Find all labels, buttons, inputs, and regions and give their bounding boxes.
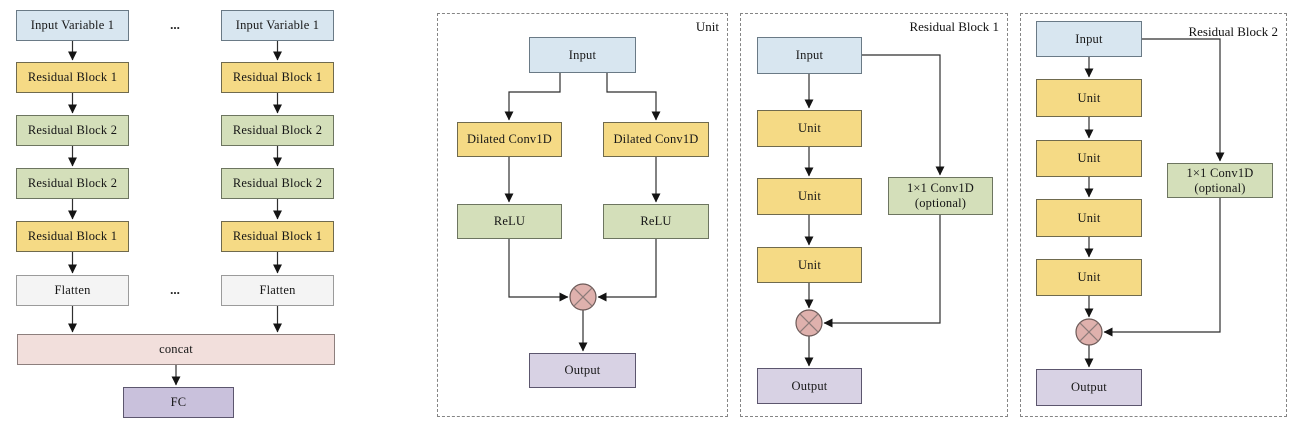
node-rb1-unit-1: Unit <box>757 110 862 147</box>
node-residual-block2b-col1: Residual Block 2 <box>16 168 129 199</box>
node-residual-block1-col2: Residual Block 1 <box>221 62 334 93</box>
node-rb2-unit-1: Unit <box>1036 79 1142 117</box>
node-rb2-output: Output <box>1036 369 1142 406</box>
rb1-skip-conv-sublabel: (optional) <box>914 196 967 210</box>
node-rb1-output: Output <box>757 368 862 404</box>
node-relu-right: ReLU <box>603 204 709 239</box>
panel-title-residual-block-2: Residual Block 2 <box>1188 24 1278 39</box>
node-flatten-col2: Flatten <box>221 275 334 306</box>
node-relu-left: ReLU <box>457 204 562 239</box>
multiply-operator-icon-rb2 <box>1075 318 1103 346</box>
node-rb1-input: Input <box>757 37 862 74</box>
residual-block-2-wires <box>1084 38 1225 368</box>
node-residual-block2a-col1: Residual Block 2 <box>16 115 129 146</box>
node-dilated-conv-right: Dilated Conv1D <box>603 122 709 157</box>
panel-residual-block-2: Residual Block 2 <box>1020 13 1287 417</box>
node-residual-block2b-col2: Residual Block 2 <box>221 168 334 199</box>
multiply-operator-icon-rb1 <box>795 309 823 337</box>
rb2-skip-conv-label: 1×1 Conv1D <box>1186 165 1254 180</box>
node-residual-block1b-col2: Residual Block 1 <box>221 221 334 252</box>
ellipsis-bottom: ... <box>170 282 180 297</box>
node-rb1-unit-3: Unit <box>757 247 862 283</box>
node-input-variable-col2: Input Variable 1 <box>221 10 334 41</box>
residual-block-1-wires <box>804 54 945 367</box>
node-rb1-skip-conv: 1×1 Conv1D (optional) <box>888 177 993 215</box>
node-residual-block2a-col2: Residual Block 2 <box>221 115 334 146</box>
node-flatten-col1: Flatten <box>16 275 129 306</box>
node-input-variable-col1: Input Variable 1 <box>16 10 129 41</box>
panel-title-residual-block-1: Residual Block 1 <box>909 19 999 34</box>
node-concat: concat <box>17 334 335 365</box>
node-rb1-unit-2: Unit <box>757 178 862 215</box>
node-residual-block1b-col1: Residual Block 1 <box>16 221 129 252</box>
panel-title-unit: Unit <box>695 19 719 34</box>
multiply-operator-icon-unit <box>569 283 597 311</box>
node-unit-input: Input <box>529 37 636 73</box>
node-fc: FC <box>123 387 234 418</box>
panel-unit: Unit <box>437 13 728 417</box>
node-dilated-conv-left: Dilated Conv1D <box>457 122 562 157</box>
node-unit-output: Output <box>529 353 636 388</box>
panel-residual-block-1: Residual Block 1 <box>740 13 1008 417</box>
node-rb2-skip-conv: 1×1 Conv1D (optional) <box>1167 163 1273 198</box>
rb2-skip-conv-sublabel: (optional) <box>1194 180 1246 195</box>
left-diagram-wires <box>68 41 282 386</box>
node-rb2-unit-4: Unit <box>1036 259 1142 296</box>
node-rb2-input: Input <box>1036 21 1142 57</box>
node-rb2-unit-2: Unit <box>1036 140 1142 177</box>
node-residual-block1-col1: Residual Block 1 <box>16 62 129 93</box>
rb1-skip-conv-label: 1×1 Conv1D <box>906 181 975 195</box>
ellipsis-top: ... <box>170 17 180 32</box>
node-rb2-unit-3: Unit <box>1036 199 1142 237</box>
unit-panel-wires <box>504 73 661 352</box>
